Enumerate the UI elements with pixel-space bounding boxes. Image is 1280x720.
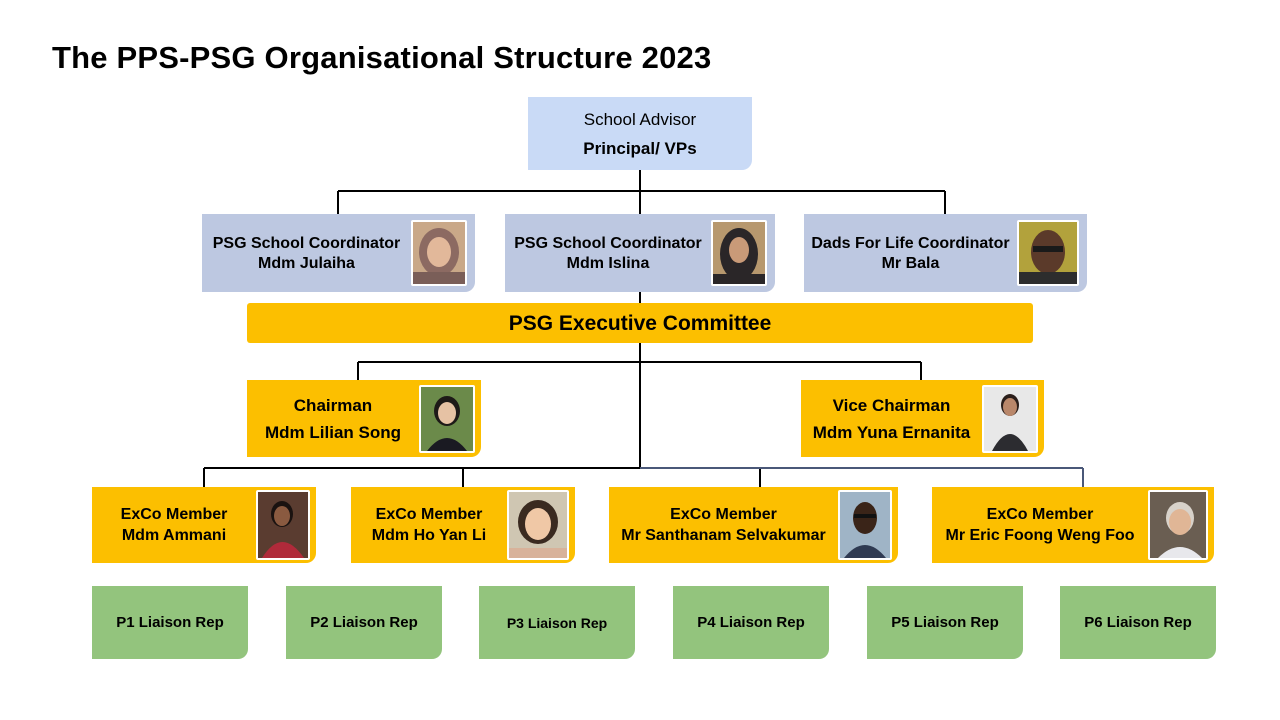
exco-name: Mdm Ho Yan Li: [371, 527, 487, 544]
vice-chairman-name: Mdm Yuna Ernanita: [812, 422, 971, 442]
chairman-name: Mdm Lilian Song: [265, 422, 401, 442]
advisor-role: School Advisor: [583, 109, 697, 129]
executive-committee-label: PSG Executive Committee: [508, 311, 772, 335]
liaison-rep-p2: P2 Liaison Rep: [286, 586, 442, 659]
chairman-role: Chairman: [293, 395, 373, 415]
chairman-box: Chairman Mdm Lilian Song: [247, 380, 481, 457]
exco-role: ExCo Member: [120, 506, 228, 523]
exco-role: ExCo Member: [986, 506, 1094, 523]
coordinator-name: Mdm Islina: [566, 255, 650, 272]
exco-member-box-santhanam: ExCo Member Mr Santhanam Selvakumar: [609, 487, 898, 563]
vice-chairman-role: Vice Chairman: [832, 395, 951, 415]
coordinator-role: PSG School Coordinator: [212, 235, 401, 252]
school-advisor-box: School Advisor Principal/ VPs: [528, 97, 752, 170]
coordinator-role: PSG School Coordinator: [514, 235, 702, 252]
liaison-rep-p4: P4 Liaison Rep: [673, 586, 829, 659]
vice-chairman-box: Vice Chairman Mdm Yuna Ernanita: [801, 380, 1044, 457]
exco-role: ExCo Member: [670, 506, 777, 523]
portrait-photo-ammani: [256, 490, 310, 560]
exco-member-box-ammani: ExCo Member Mdm Ammani: [92, 487, 316, 563]
executive-committee-bar: PSG Executive Committee: [247, 303, 1033, 343]
liaison-rep-p6: P6 Liaison Rep: [1060, 586, 1216, 659]
coordinator-box-julaiha: PSG School Coordinator Mdm Julaiha: [202, 214, 475, 292]
liaison-rep-p3: P3 Liaison Rep: [479, 586, 635, 659]
exco-name: Mdm Ammani: [121, 527, 227, 544]
advisor-name: Principal/ VPs: [583, 138, 697, 158]
page-title: The PPS-PSG Organisational Structure 202…: [52, 40, 712, 75]
portrait-photo-santhanam: [838, 490, 892, 560]
coordinator-box-islina: PSG School Coordinator Mdm Islina: [505, 214, 775, 292]
exco-role: ExCo Member: [375, 506, 483, 523]
coordinator-name: Mdm Julaiha: [258, 255, 355, 272]
exco-member-box-ho-yan-li: ExCo Member Mdm Ho Yan Li: [351, 487, 575, 563]
portrait-photo-ho-yan-li: [507, 490, 569, 560]
portrait-photo-vice-chairman: [982, 384, 1038, 453]
exco-member-box-eric-foong: ExCo Member Mr Eric Foong Weng Foo: [932, 487, 1214, 563]
coordinator-box-bala: Dads For Life Coordinator Mr Bala: [804, 214, 1087, 292]
liaison-rep-p5: P5 Liaison Rep: [867, 586, 1023, 659]
portrait-photo-chairman: [419, 384, 475, 453]
exco-name: Mr Eric Foong Weng Foo: [945, 527, 1135, 544]
exco-name: Mr Santhanam Selvakumar: [621, 527, 826, 544]
portrait-photo-eric-foong: [1148, 490, 1208, 560]
coordinator-name: Mr Bala: [881, 255, 940, 272]
portrait-photo-julaiha: [411, 220, 467, 286]
portrait-photo-islina: [711, 220, 767, 286]
portrait-photo-bala: [1017, 220, 1079, 286]
liaison-rep-p1: P1 Liaison Rep: [92, 586, 248, 659]
coordinator-role: Dads For Life Coordinator: [811, 235, 1010, 252]
